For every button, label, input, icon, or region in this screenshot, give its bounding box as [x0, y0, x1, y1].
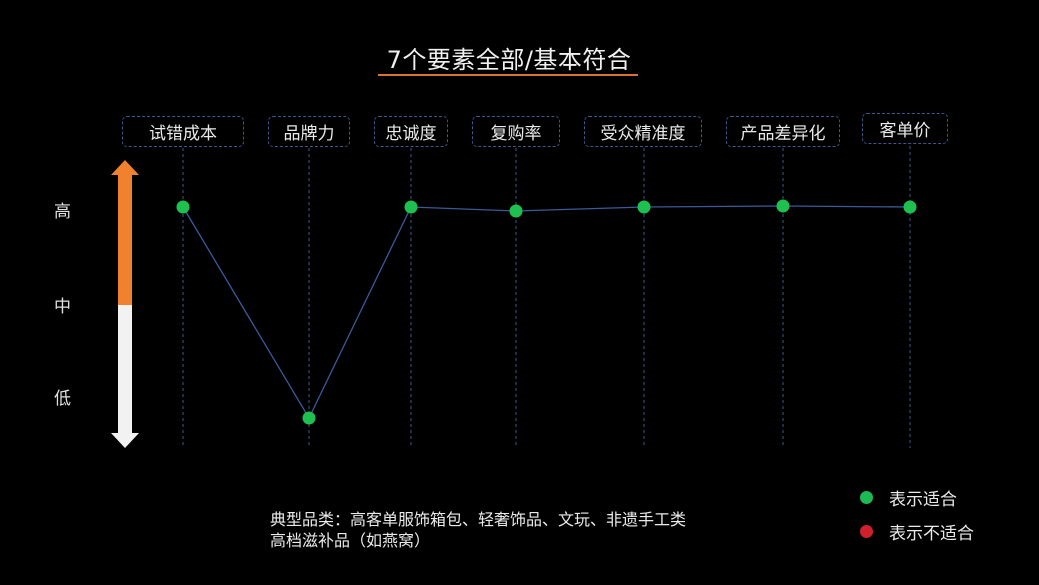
red-dot-icon: [860, 525, 873, 538]
factor-label-differentiation: 产品差异化: [726, 116, 840, 147]
level-high: 高: [54, 202, 71, 222]
page-title: 7个要素全部/基本符合: [386, 46, 632, 74]
legend-unfit-label: 表示不适合: [889, 524, 974, 544]
guide-lines: [182, 146, 911, 448]
factor-label-brand: 品牌力: [268, 116, 350, 147]
factor-label-audience: 受众精准度: [584, 116, 702, 147]
factor-label-price: 客单价: [862, 113, 948, 144]
factor-label-loyalty: 忠诚度: [374, 116, 448, 147]
typical-categories: 典型品类：高客单服饰箱包、轻奢饰品、文玩、非遗手工类 高档滋补品（如燕窝）: [270, 509, 686, 551]
footer-line-2: 高档滋补品（如燕窝）: [270, 531, 431, 550]
level-low: 低: [54, 389, 71, 409]
factor-label-trial-cost: 试错成本: [122, 116, 244, 147]
legend-fit: 表示适合: [860, 485, 957, 510]
green-dot-icon: [860, 491, 873, 504]
factor-label-repurchase: 复购率: [472, 116, 560, 147]
legend-unfit: 表示不适合: [860, 519, 974, 544]
level-arrow: [111, 160, 139, 448]
trend-line: [182, 205, 911, 420]
level-mid: 中: [54, 297, 71, 317]
title-underline: [378, 74, 638, 76]
footer-line-1: 典型品类：高客单服饰箱包、轻奢饰品、文玩、非遗手工类: [270, 510, 687, 529]
fit-dots: [176, 199, 917, 425]
legend-fit-label: 表示适合: [889, 490, 957, 510]
